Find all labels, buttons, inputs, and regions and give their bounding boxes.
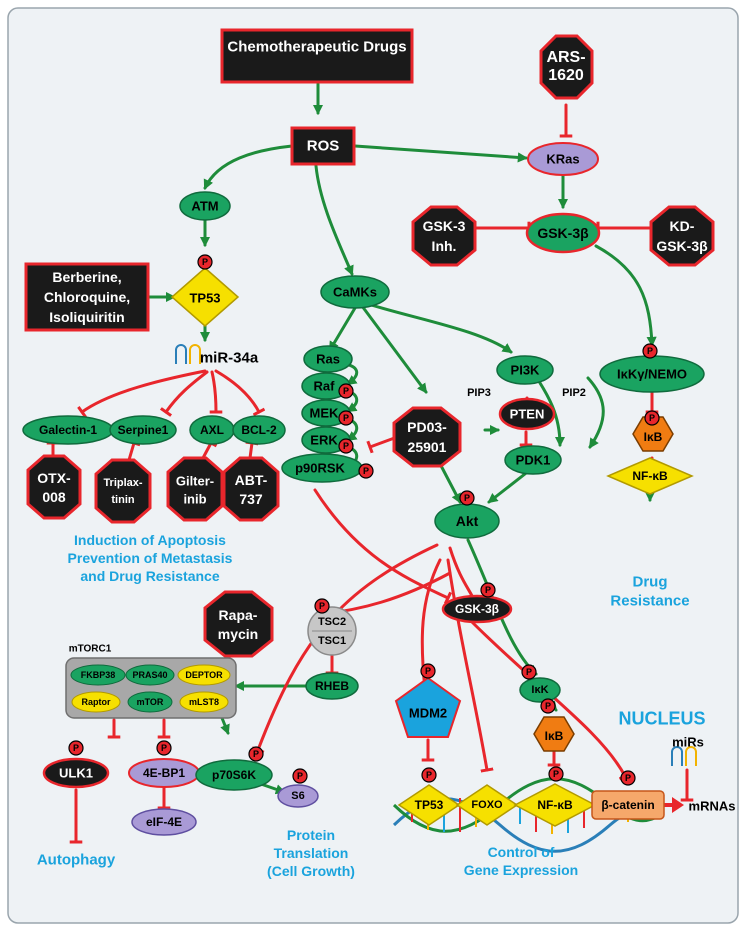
mdm2-pentagon — [394, 676, 462, 738]
phospho-marker-nfkb-nuc — [548, 766, 564, 782]
galectin-node — [22, 415, 114, 445]
pd0325901-octagon — [392, 406, 462, 468]
pras40-node — [125, 664, 175, 686]
phospho-marker-ikb-right — [644, 410, 660, 426]
phospho-marker-raf — [338, 383, 354, 399]
gsk3b-mid-node — [441, 594, 513, 624]
edge-mtorc1-p70s6k — [220, 716, 230, 735]
pdk1-node — [504, 445, 562, 475]
edge-p90rsk-gsk3b — [313, 488, 453, 605]
edge-camks-pd03 — [360, 304, 428, 394]
atm-node — [179, 191, 231, 221]
camks-node — [320, 275, 390, 309]
phospho-marker-p70s6k — [248, 746, 264, 762]
edge-gsk3b-ikky — [594, 244, 657, 348]
phospho-marker-ikky — [642, 343, 658, 359]
phospho-marker-mek — [338, 410, 354, 426]
nfkb-nuc-diamond — [513, 783, 597, 827]
edge-ros-atm — [203, 144, 294, 190]
mirs-hairpin-icon — [671, 746, 697, 766]
ros-box — [290, 126, 356, 166]
phospho-marker-bcatenin — [620, 770, 636, 786]
axl-node — [189, 415, 235, 445]
fkbp38-node — [70, 664, 126, 686]
eif4e-node — [131, 808, 197, 836]
ikk-node — [519, 677, 561, 703]
tp53-nuc-diamond — [397, 784, 461, 826]
edge-mir34a-galectin — [77, 369, 207, 419]
triplaxtinin-octagon — [94, 458, 152, 524]
gsk3-inhibitor-octagon — [411, 205, 477, 267]
edge-camks-ras — [328, 306, 357, 352]
berberine-box — [24, 262, 150, 332]
kd-gsk3b-octagon — [649, 205, 715, 267]
kras-node — [527, 142, 599, 176]
s6-node — [277, 784, 319, 808]
gilteritinib-octagon — [166, 456, 224, 522]
edge-mir34a-bcl2 — [214, 369, 266, 417]
phospho-marker-tp53-nuc — [421, 767, 437, 783]
phospho-marker-tp53-top — [197, 254, 213, 270]
edge-pi3k-pdk1-outer — [586, 376, 605, 449]
phospho-marker-gsk3b-mid — [480, 582, 496, 598]
rheb-node — [305, 672, 359, 700]
mtor-node — [127, 691, 173, 713]
akt-node — [434, 503, 500, 539]
deptor-node — [177, 664, 231, 686]
p70s6k-node — [195, 759, 273, 791]
gsk3b-top-node — [525, 212, 601, 254]
edge-abt-bcl2 — [245, 440, 259, 460]
nfkb-right-diamond — [606, 457, 694, 495]
otx008-octagon — [26, 454, 82, 520]
edge-ros-kras — [353, 144, 529, 163]
phospho-marker-p90rsk — [358, 463, 374, 479]
phospho-marker-erk — [338, 438, 354, 454]
phospho-marker-4ebp1 — [156, 740, 172, 756]
mir34a-hairpin-icon — [175, 344, 201, 364]
ras-node — [303, 345, 353, 373]
foxo-diamond — [455, 784, 519, 826]
ikb-nuc-hexagon — [533, 716, 575, 752]
raptor-node — [71, 691, 121, 713]
phospho-marker-ikk — [521, 664, 537, 680]
edge-mir34a-serpine — [159, 370, 209, 417]
bcatenin-box — [591, 790, 665, 820]
bcl2-node — [232, 415, 286, 445]
ikky-nemo-node — [599, 355, 705, 393]
tp53-top-diamond — [170, 267, 240, 327]
serpine-node — [109, 415, 177, 445]
phospho-marker-s6 — [292, 768, 308, 784]
p90rsk-node — [281, 453, 363, 483]
edge-triplax-serpine — [127, 439, 141, 462]
chemotherapeutic-drugs-box — [220, 28, 414, 84]
rapamycin-octagon — [203, 590, 274, 658]
phospho-marker-ikb-nuc — [540, 698, 556, 714]
phospho-marker-mdm2 — [420, 663, 436, 679]
phospho-marker-tsc — [314, 598, 330, 614]
edge-gilter-axl — [201, 438, 218, 460]
edge-camks-pi3k — [366, 302, 513, 354]
edge-gsk3b-bcatenin — [468, 618, 632, 781]
ikb-right-hexagon — [632, 416, 674, 452]
abt737-octagon — [222, 456, 280, 522]
ars1620-octagon — [539, 34, 594, 100]
edge-akt-foxo — [446, 558, 494, 773]
edge-pdk1-akt — [487, 468, 532, 504]
edge-ros-camks — [314, 164, 354, 276]
4ebp1-node — [128, 758, 200, 788]
pi3k-node — [496, 355, 554, 385]
transcription-arrowhead — [672, 797, 684, 813]
phospho-marker-akt — [459, 490, 475, 506]
mlst8-node — [179, 691, 229, 713]
ulk1-node — [42, 757, 110, 789]
edge-mir34a-axl — [209, 370, 223, 414]
pten-node — [498, 397, 556, 431]
phospho-marker-ulk1 — [68, 740, 84, 756]
